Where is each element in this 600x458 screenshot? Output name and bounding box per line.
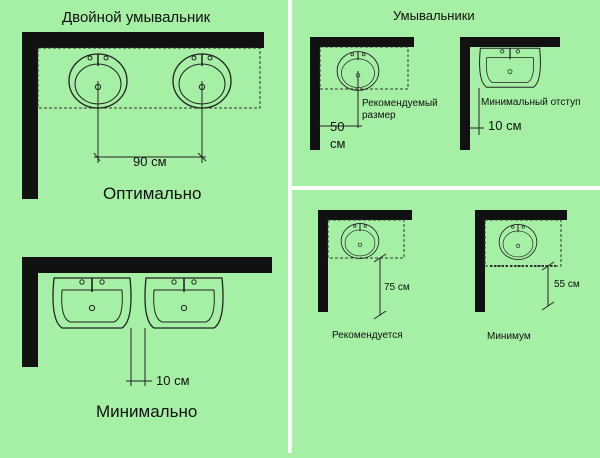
double-sink-optimal <box>22 32 264 199</box>
double-sink-title: Двойной умывальник <box>62 9 211 26</box>
countertop <box>37 47 261 109</box>
wall-top <box>318 210 412 220</box>
wall-top <box>22 257 272 273</box>
front-recommended <box>318 210 412 320</box>
wall-top <box>310 37 414 47</box>
recommended-distance: 50 см <box>330 119 346 151</box>
front-minimum <box>475 210 567 312</box>
sink <box>478 47 542 88</box>
sink <box>340 222 380 260</box>
sink-minimal <box>460 37 560 150</box>
minimal-caption: Минимально <box>96 402 198 421</box>
wall-left <box>318 210 328 312</box>
wall-left <box>22 257 38 367</box>
wall-left <box>460 37 470 150</box>
front-recommended-caption: Рекомендуется <box>332 330 403 341</box>
minimal-note: Минимальный отступ <box>481 97 581 108</box>
sink <box>498 223 538 261</box>
sink-right <box>144 277 224 329</box>
recommended-note: Рекомендуемый размер <box>362 98 438 121</box>
front-minimum-distance: 55 см <box>554 279 580 290</box>
wall-left <box>475 210 485 312</box>
front-recommended-distance: 75 см <box>384 282 410 293</box>
wall-left <box>22 32 38 199</box>
wall-top <box>460 37 560 47</box>
minimal-distance: 10 см <box>156 373 190 388</box>
countertop <box>327 219 405 259</box>
wall-left <box>310 37 320 150</box>
sink-recommended <box>310 37 414 150</box>
optimal-caption: Оптимально <box>103 184 202 203</box>
double-sink-minimal <box>22 257 272 386</box>
wall-top <box>475 210 567 220</box>
minimal-offset-distance: 10 см <box>488 118 522 133</box>
sinks-title: Умывальники <box>393 8 475 23</box>
sink-left <box>52 277 132 329</box>
wall-top <box>22 32 264 48</box>
front-minimum-caption: Минимум <box>487 331 531 342</box>
optimal-distance: 90 см <box>133 154 167 169</box>
